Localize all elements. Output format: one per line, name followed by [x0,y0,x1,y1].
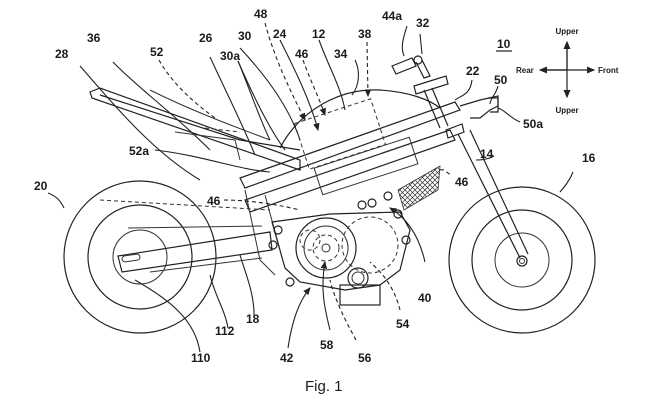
label-56: 56 [358,351,372,365]
label-26: 26 [199,31,213,45]
direction-front-label: Front [598,66,619,75]
label-46-top: 46 [295,47,309,61]
label-110: 110 [191,351,211,365]
leader-lines [47,22,574,353]
label-16: 16 [582,151,596,165]
label-28: 28 [55,47,69,61]
label-12: 12 [312,27,326,41]
direction-rear-label: Rear [516,66,534,75]
label-14: 14 [480,147,494,161]
label-46-right: 46 [455,175,469,189]
label-36: 36 [87,31,101,45]
seat-and-rear-frame [89,87,301,171]
direction-indicator: Upper Upper Rear Front [516,27,619,115]
front-wheel [448,186,596,334]
label-30a: 30a [220,49,240,63]
label-54: 54 [396,317,410,331]
label-58: 58 [320,338,334,352]
label-40: 40 [418,291,432,305]
label-50a: 50a [523,117,543,131]
label-46-left: 46 [207,194,221,208]
label-24: 24 [273,27,287,41]
label-20: 20 [34,179,48,193]
direction-down-label: Upper [555,106,578,115]
swing-arm [117,225,273,273]
direction-up-label: Upper [555,27,578,36]
label-44a: 44a [382,9,402,23]
label-42: 42 [280,351,294,365]
front-fork-and-handlebar [391,55,529,259]
part-labels: 20 28 36 52 26 30a 30 48 24 46 12 34 38 … [34,7,596,365]
label-30: 30 [238,29,252,43]
drive-unit [268,191,411,306]
label-112: 112 [215,324,235,338]
label-32: 32 [416,16,430,30]
label-22: 22 [466,64,480,78]
rear-wheel [63,180,217,334]
label-18: 18 [246,312,260,326]
figure-caption: Fig. 1 [305,378,343,395]
label-38: 38 [358,27,372,41]
mesh-radiator [397,165,441,211]
label-48: 48 [254,7,268,21]
label-52: 52 [150,45,164,59]
label-52a: 52a [129,144,149,158]
reference-numeral: 10 [497,37,511,51]
label-34: 34 [334,47,348,61]
label-50: 50 [494,73,508,87]
